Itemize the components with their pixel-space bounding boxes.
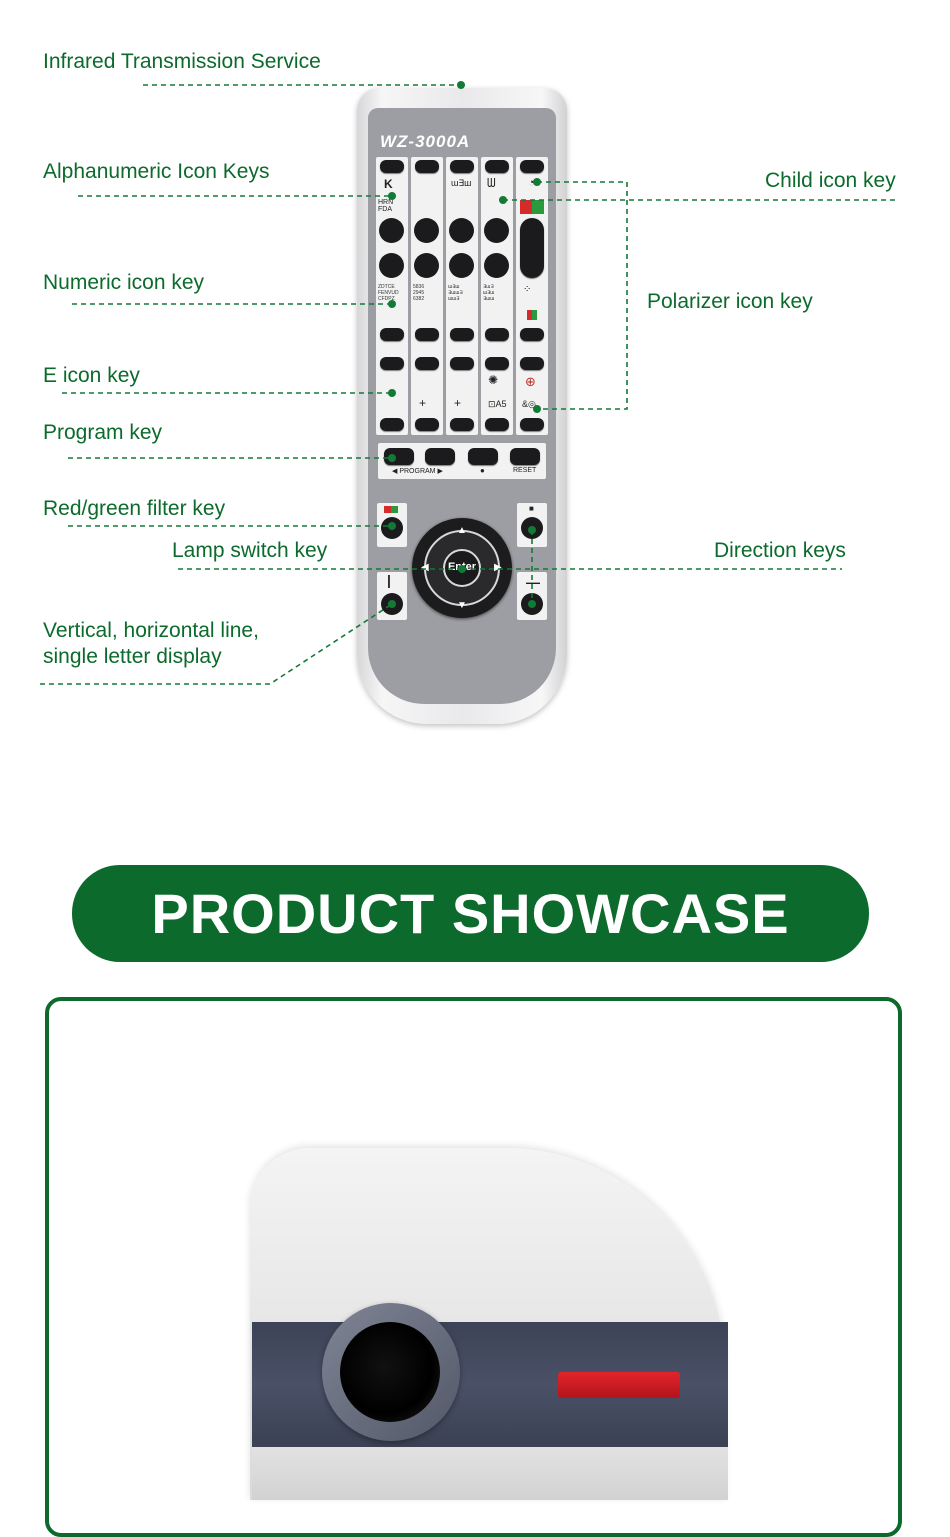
label-alphanumeric-icon-keys: Alphanumeric Icon Keys (43, 160, 270, 183)
oval-key-4a[interactable] (380, 357, 404, 370)
callout-dot-red-green (388, 522, 396, 530)
oval-key-4d[interactable] (485, 357, 509, 370)
numeric-chart-icon-4: ∃ɯ∃ш∃ɯ∃шɯ (483, 284, 495, 302)
callout-dot-e-icon (388, 389, 396, 397)
label-direction-keys: Direction keys (714, 539, 846, 562)
numeric-chart-icon-3: ɯ∃ш∃ɯш∃ɯш∃ (448, 284, 463, 302)
oval-key-3c[interactable] (450, 328, 474, 341)
product-showcase-banner (72, 865, 869, 962)
program-right-button[interactable] (425, 448, 455, 465)
projector-lower-body (252, 1447, 728, 1500)
dot-icon: ● (480, 466, 485, 475)
arrow-up-icon[interactable]: ▲ (457, 525, 467, 536)
round-key-1c[interactable] (449, 218, 474, 243)
top-key-2[interactable] (415, 160, 439, 173)
key-panel-column-2 (411, 157, 443, 435)
label-red-green-filter-key: Red/green filter key (43, 497, 226, 520)
oval-key-3b[interactable] (415, 328, 439, 341)
oval-key-4b[interactable] (415, 357, 439, 370)
product-showcase-title: PRODUCT SHOWCASE (151, 882, 790, 945)
red-green-filter-icon (384, 506, 398, 513)
oval-key-5a[interactable] (380, 418, 404, 431)
oval-key-4e[interactable] (520, 357, 544, 370)
radial-dial-icon: ✺ (488, 373, 499, 387)
oval-key-3e[interactable] (520, 328, 544, 341)
lamp-icon: ■ (529, 504, 534, 513)
vertical-line-icon: | (387, 572, 391, 588)
tall-key[interactable] (520, 218, 544, 278)
reset-key-label: RESET (513, 467, 537, 474)
oval-key-5e[interactable] (520, 418, 544, 431)
label-lamp-switch-key: Lamp switch key (172, 539, 328, 562)
target-cross-icon: ⊕ (525, 374, 536, 389)
top-key-4[interactable] (485, 160, 509, 173)
round-key-1a[interactable] (379, 218, 404, 243)
round-key-2d[interactable] (484, 253, 509, 278)
callout-dot-direction-top (528, 526, 536, 534)
reset-button[interactable] (510, 448, 540, 465)
round-key-1d[interactable] (484, 218, 509, 243)
label-program-key: Program key (43, 421, 163, 444)
oval-key-5d[interactable] (485, 418, 509, 431)
cross-dots-icon: ⁘ (523, 284, 532, 295)
label-infrared-transmission: Infrared Transmission Service (43, 50, 321, 73)
remote-model-name: WZ-3000A (380, 132, 471, 151)
program-key-label: ◀ PROGRAM ▶ (392, 468, 443, 475)
arrow-right-icon[interactable]: ▶ (494, 562, 502, 573)
cross-line-icon-1: + (419, 396, 427, 410)
oval-key-3a[interactable] (380, 328, 404, 341)
horizontal-line-icon: — (526, 574, 540, 590)
callout-dot-alphanumeric (388, 192, 396, 200)
round-key-2b[interactable] (414, 253, 439, 278)
letters-hrn-icon: HRN (378, 199, 394, 206)
polarizer-red-green-icon (527, 310, 537, 320)
projector-infrared-window (558, 1372, 680, 1398)
polarizer-display-icon: ⊡A5 (488, 399, 507, 409)
callout-dot-lamp (458, 565, 466, 573)
alphanumeric-k-icon: K (384, 177, 393, 191)
letters-fda-icon: FDA (378, 206, 392, 213)
callout-dot-polarizer-top (499, 196, 507, 204)
chart-e-icon: ɯ∃ш (451, 178, 472, 188)
projector-lens (340, 1322, 440, 1422)
round-key-1b[interactable] (414, 218, 439, 243)
dot-button[interactable] (468, 448, 498, 465)
top-key-1[interactable] (380, 160, 404, 173)
callout-dot-direction-bottom (528, 600, 536, 608)
callout-lines (40, 81, 896, 685)
round-key-2a[interactable] (379, 253, 404, 278)
callout-dot-program (388, 454, 396, 462)
oval-key-3d[interactable] (485, 328, 509, 341)
callout-dot-child (533, 178, 541, 186)
arrow-left-icon[interactable]: ◀ (421, 562, 429, 573)
oval-key-4c[interactable] (450, 357, 474, 370)
polarizer-icon: &◎ (522, 399, 536, 409)
callout-dot-infrared (457, 81, 465, 89)
label-e-icon-key: E icon key (43, 364, 140, 387)
round-key-2c[interactable] (449, 253, 474, 278)
child-bird-icon: ᗯ (487, 176, 496, 190)
arrow-down-icon[interactable]: ▼ (457, 600, 467, 611)
label-polarizer-icon-key: Polarizer icon key (647, 290, 813, 313)
key-panel-column-4 (481, 157, 513, 435)
oval-key-5b[interactable] (415, 418, 439, 431)
key-panel-column-1 (376, 157, 408, 435)
label-line-letter-display: Vertical, horizontal line, single letter… (43, 619, 259, 668)
label-numeric-icon-key: Numeric icon key (43, 271, 205, 294)
red-green-chart-icon (520, 200, 544, 214)
callout-dot-numeric (388, 300, 396, 308)
top-key-3[interactable] (450, 160, 474, 173)
callout-dot-polarizer (533, 405, 541, 413)
oval-key-5c[interactable] (450, 418, 474, 431)
label-child-icon-key: Child icon key (765, 169, 896, 192)
top-key-5[interactable] (520, 160, 544, 173)
child-icon: ◔ (528, 177, 535, 189)
key-panel-column-3 (446, 157, 478, 435)
cross-line-icon-2: + (454, 396, 462, 410)
callout-dot-line-display (388, 600, 396, 608)
